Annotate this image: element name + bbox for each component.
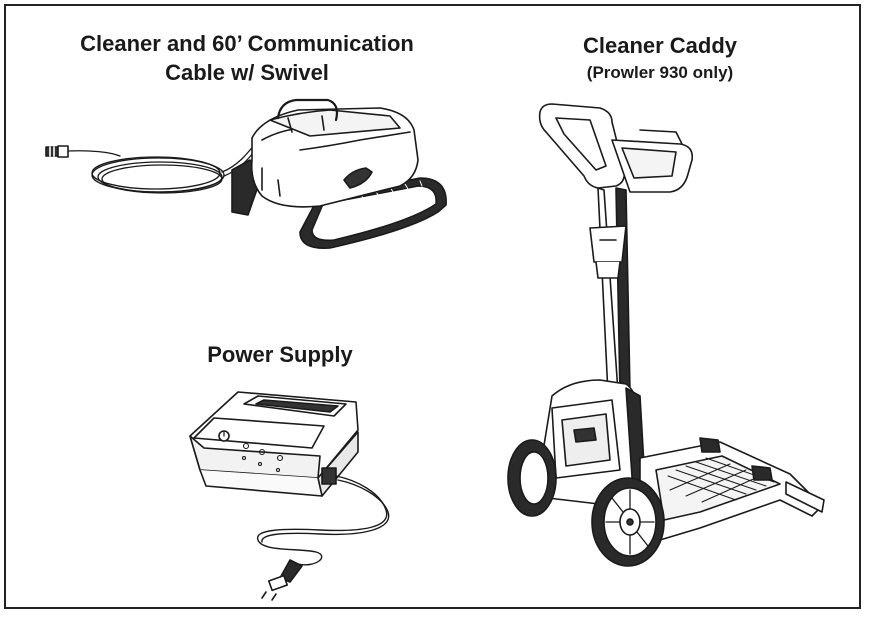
caddy-rear-wheel	[507, 439, 557, 517]
caddy-front-wheel	[591, 477, 665, 567]
caddy-subtitle: (Prowler 930 only)	[586, 63, 734, 82]
cleaner-title-line-2: Cable w/ Swivel	[165, 60, 329, 85]
cleaner-title: Cleaner and 60’ Communication Cable w/ S…	[30, 29, 464, 87]
swivel-connector-icon	[45, 145, 69, 158]
caddy-platform	[639, 437, 825, 541]
cleaner-title-line-1: Cleaner and 60’ Communication	[80, 31, 414, 56]
caddy-pole	[589, 187, 631, 395]
power-plug-icon	[261, 559, 303, 601]
cleaner-body	[250, 98, 419, 208]
caddy-platform-grid	[667, 457, 775, 503]
cleaner-caddy-illustration	[507, 103, 825, 567]
indicator-lights	[241, 442, 284, 473]
power-supply-title: Power Supply	[207, 342, 353, 367]
caddy-handle	[538, 103, 694, 193]
pool-cleaner-illustration	[45, 98, 447, 249]
caddy-title: Cleaner Caddy	[582, 33, 738, 58]
power-supply-illustration	[189, 391, 390, 601]
